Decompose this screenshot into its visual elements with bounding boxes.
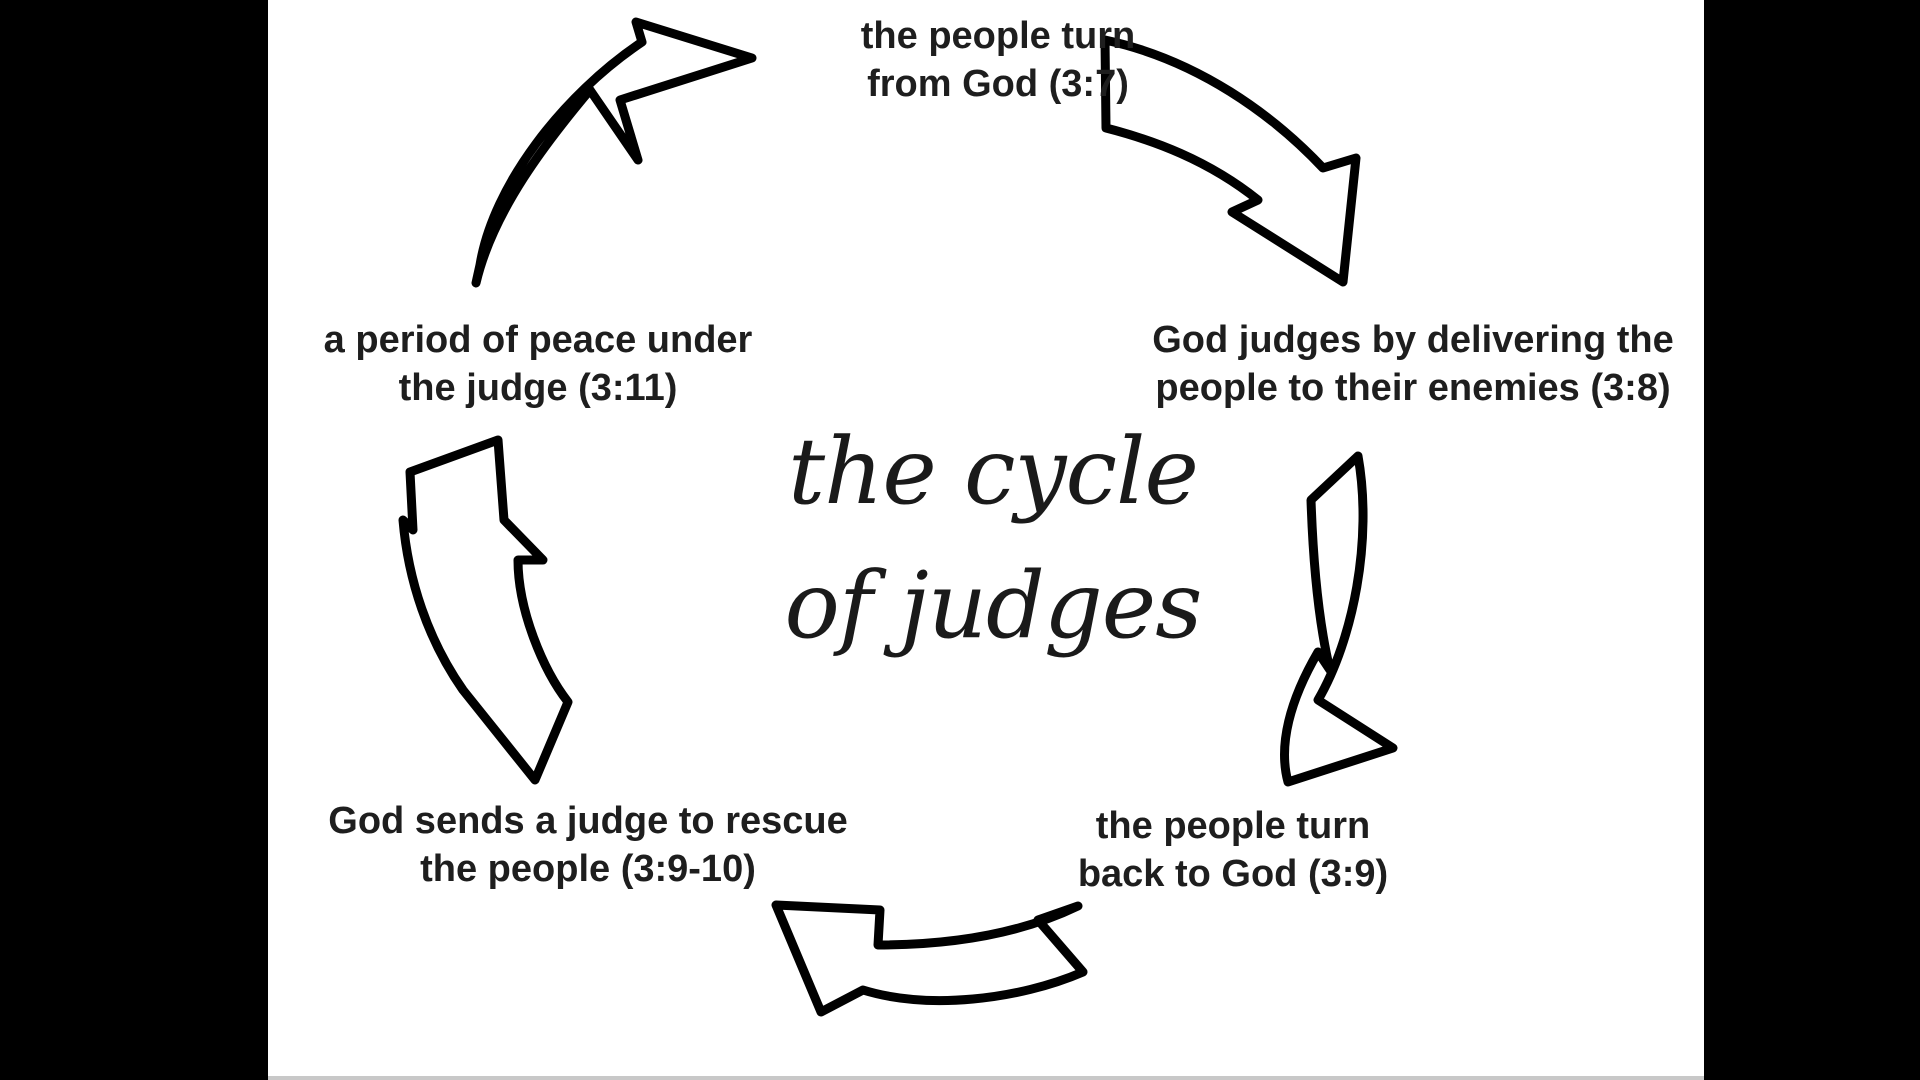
step-people-turn-from-god: the people turn from God (3:7) [748,12,1248,108]
step-line: from God (3:7) [867,63,1129,105]
step-line: the judge (3:11) [398,367,678,409]
arrow-peace-to-turn-from-god [471,17,757,288]
title-line-1: the cycle [788,418,1199,525]
title-line-2: of judges [784,552,1203,659]
cycle-arrows [398,17,1398,1017]
step-line: the people turn [860,15,1136,57]
step-line: people to their enemies (3:8) [1155,367,1671,409]
slide-bottom-border [268,1076,1704,1080]
arrow-turn-back-to-sends-judge [771,900,1088,1017]
step-people-turn-back: the people turn back to God (3:9) [1028,802,1438,898]
step-line: a period of peace under [323,319,753,361]
step-line: the people (3:9-10) [420,848,756,890]
step-period-of-peace: a period of peace under the judge (3:11) [298,316,778,412]
diagram-title: the cycle of judges [723,405,1263,673]
arrow-sends-judge-to-peace [398,435,573,785]
step-god-sends-judge: God sends a judge to rescue the people (… [308,797,868,893]
step-god-judges: God judges by delivering the people to t… [1123,316,1703,412]
step-line: God judges by delivering the [1152,319,1674,361]
slide: the cycle of judges the people turn from… [268,0,1704,1076]
arrow-judges-to-turn-back [1280,451,1398,787]
step-line: God sends a judge to rescue [328,800,848,842]
step-line: back to God (3:9) [1077,853,1389,895]
arrow-turn-from-god-to-judges [1100,35,1361,287]
step-line: the people turn [1095,805,1371,847]
